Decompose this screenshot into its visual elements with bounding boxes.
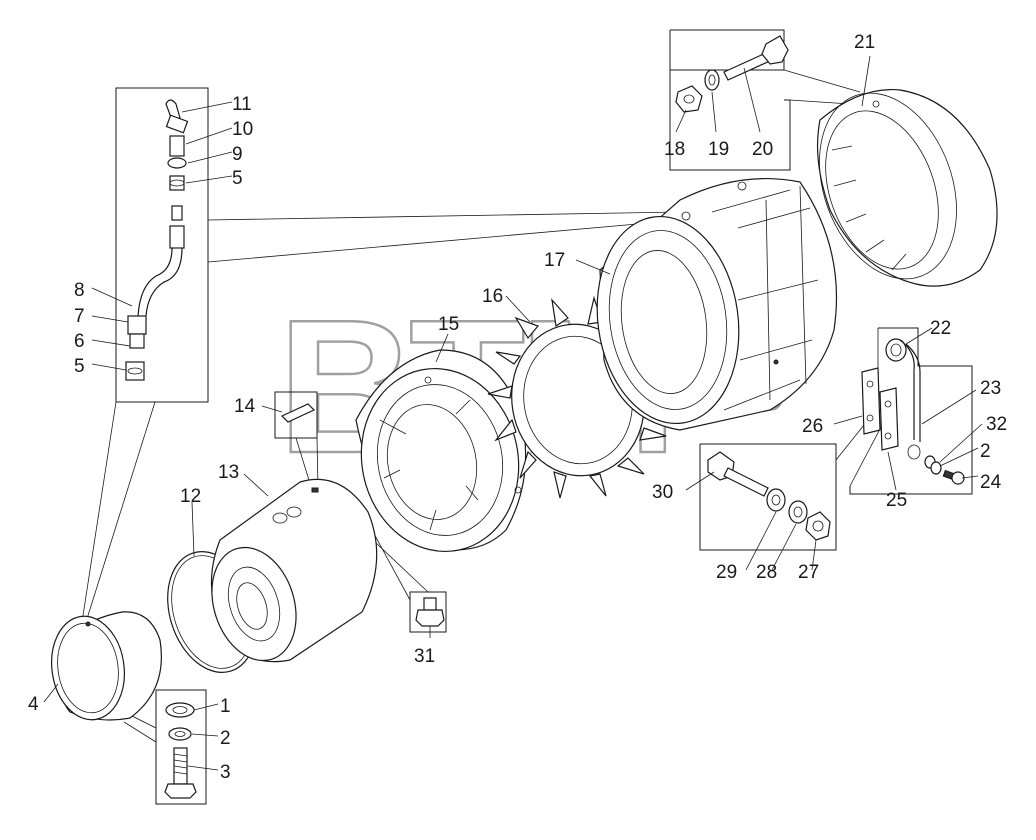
- part-14-key: [280, 403, 316, 423]
- label-20: 20: [752, 139, 773, 160]
- label-6: 6: [74, 331, 85, 352]
- part-21-outlet-ring: [816, 88, 998, 287]
- label-31: 31: [414, 646, 435, 667]
- label-16: 16: [482, 286, 503, 307]
- label-1: 1: [220, 696, 231, 717]
- parts-22-26-ground-strap: [861, 338, 965, 485]
- label-17: 17: [544, 250, 565, 271]
- part-13-filter-cylinder: [210, 478, 378, 663]
- label-2-left: 2: [220, 728, 231, 749]
- label-32: 32: [986, 414, 1007, 435]
- label-7: 7: [74, 306, 85, 327]
- label-22: 22: [930, 318, 951, 339]
- label-23: 23: [980, 378, 1001, 399]
- label-15: 15: [438, 314, 459, 335]
- part-15-inlet-housing: [355, 349, 527, 553]
- label-13: 13: [218, 462, 239, 483]
- label-21: 21: [854, 32, 875, 53]
- label-2-right: 2: [980, 441, 991, 462]
- part-4-cone-adapter: [51, 611, 162, 721]
- label-5-top: 5: [232, 168, 243, 189]
- label-19: 19: [708, 139, 729, 160]
- label-5-bottom: 5: [74, 356, 85, 377]
- label-4: 4: [28, 694, 39, 715]
- label-3: 3: [220, 762, 231, 783]
- label-12: 12: [180, 486, 201, 507]
- label-11: 11: [232, 94, 252, 115]
- parts-18-20-fasteners: [675, 35, 789, 113]
- label-29: 29: [716, 562, 737, 583]
- label-24: 24: [980, 472, 1002, 493]
- fitting-detail-box: [115, 87, 209, 403]
- bolt-detail-box-bottom: [700, 443, 837, 460]
- detail-boxes: [81, 29, 973, 805]
- terminal-detail-box: [849, 327, 973, 495]
- label-18: 18: [664, 139, 685, 160]
- label-8: 8: [74, 280, 85, 301]
- part-17-fan-housing: [596, 178, 838, 431]
- parts-27-30-fasteners: [707, 451, 831, 541]
- hose-fitting-assembly: [125, 99, 189, 381]
- label-25: 25: [886, 490, 907, 511]
- label-30: 30: [652, 482, 673, 503]
- screw-detail-box: [155, 689, 207, 805]
- part-labels: 11 10 9 5 8 7 6 5 18 19 20 21 17 16 15 1…: [28, 32, 1007, 783]
- leader-lines: [43, 55, 983, 771]
- part-31-plug: [415, 597, 445, 627]
- label-9: 9: [232, 144, 243, 165]
- label-27: 27: [798, 562, 819, 583]
- label-26: 26: [802, 416, 823, 437]
- parts-1-3-fasteners: [164, 702, 197, 799]
- label-28: 28: [756, 562, 777, 583]
- label-10: 10: [232, 119, 253, 140]
- label-14: 14: [234, 396, 256, 417]
